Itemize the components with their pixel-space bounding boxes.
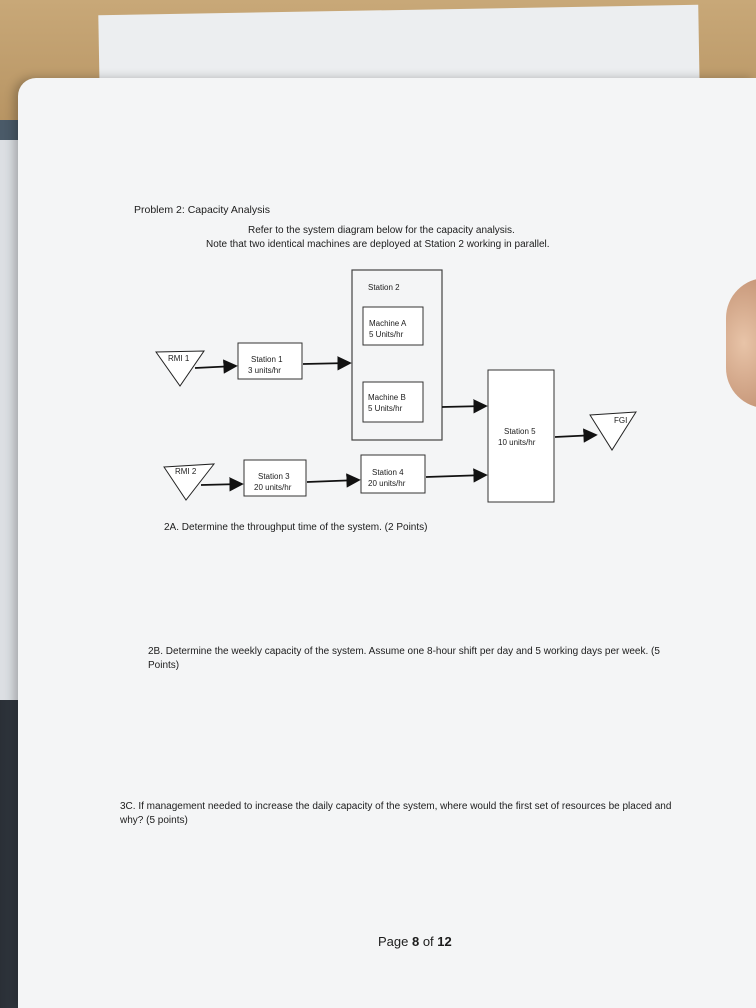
- page-total: 12: [437, 934, 452, 949]
- station-3-name: Station 3: [258, 472, 290, 481]
- station-4-box: [360, 454, 426, 494]
- rmi-1-triangle: [155, 350, 205, 387]
- rmi-2-label: RMI 2: [175, 467, 197, 476]
- machine-a-box: [362, 306, 424, 346]
- station-4-name: Station 4: [372, 468, 404, 477]
- station-1-name: Station 1: [251, 355, 283, 364]
- machine-b-box: [362, 381, 424, 423]
- rmi-1-label: RMI 1: [168, 354, 190, 363]
- page-footer: Page 8 of 12: [378, 934, 452, 949]
- station-1-rate: 3 units/hr: [248, 366, 281, 375]
- arrow-station4-station5: [425, 468, 488, 483]
- footer-middle: of: [419, 934, 438, 949]
- arrow-station1-station2: [302, 356, 352, 371]
- arrow-station3-station4: [306, 473, 361, 488]
- station-4-rate: 20 units/hr: [368, 479, 406, 488]
- station-5-box: [487, 369, 555, 503]
- arrow-station5-fgi: [554, 428, 598, 443]
- station-1-box: [237, 342, 303, 380]
- rmi-2-triangle: [163, 463, 216, 501]
- arrow-station2-station5: [441, 399, 488, 414]
- fgi-triangle: [589, 411, 637, 451]
- machine-a-name: Machine A: [369, 319, 407, 328]
- station-2-box: [351, 269, 443, 441]
- question-3c: 3C. If management needed to increase the…: [120, 801, 672, 826]
- machine-b-rate: 5 Units/hr: [368, 404, 403, 413]
- thumb: [726, 278, 756, 408]
- arrow-rmi1-station1: [194, 359, 238, 374]
- station-3-rate: 20 units/hr: [254, 483, 292, 492]
- question-2b: 2B. Determine the weekly capacity of the…: [148, 646, 660, 671]
- station-3-box: [243, 459, 307, 497]
- station-5-name: Station 5: [504, 427, 536, 436]
- fgi-label: FGI: [614, 416, 627, 425]
- system-diagram: Station 2 Machine A 5 Units/hr Machine B…: [155, 269, 637, 503]
- document-page: Problem 2: Capacity Analysis Refer to th…: [18, 78, 756, 1008]
- problem-title: Problem 2: Capacity Analysis: [134, 204, 270, 216]
- page-number: 8: [411, 934, 420, 949]
- intro-line-2: Note that two identical machines are dep…: [206, 239, 550, 250]
- machine-b-name: Machine B: [368, 393, 406, 402]
- machine-a-rate: 5 Units/hr: [369, 330, 404, 339]
- station-5-rate: 10 units/hr: [498, 438, 536, 447]
- question-2a: 2A. Determine the throughput time of the…: [164, 522, 428, 533]
- station-2-label: Station 2: [368, 283, 400, 292]
- intro-line-1: Refer to the system diagram below for th…: [248, 225, 515, 236]
- footer-prefix: Page: [378, 934, 412, 949]
- arrow-rmi2-station3: [200, 477, 244, 492]
